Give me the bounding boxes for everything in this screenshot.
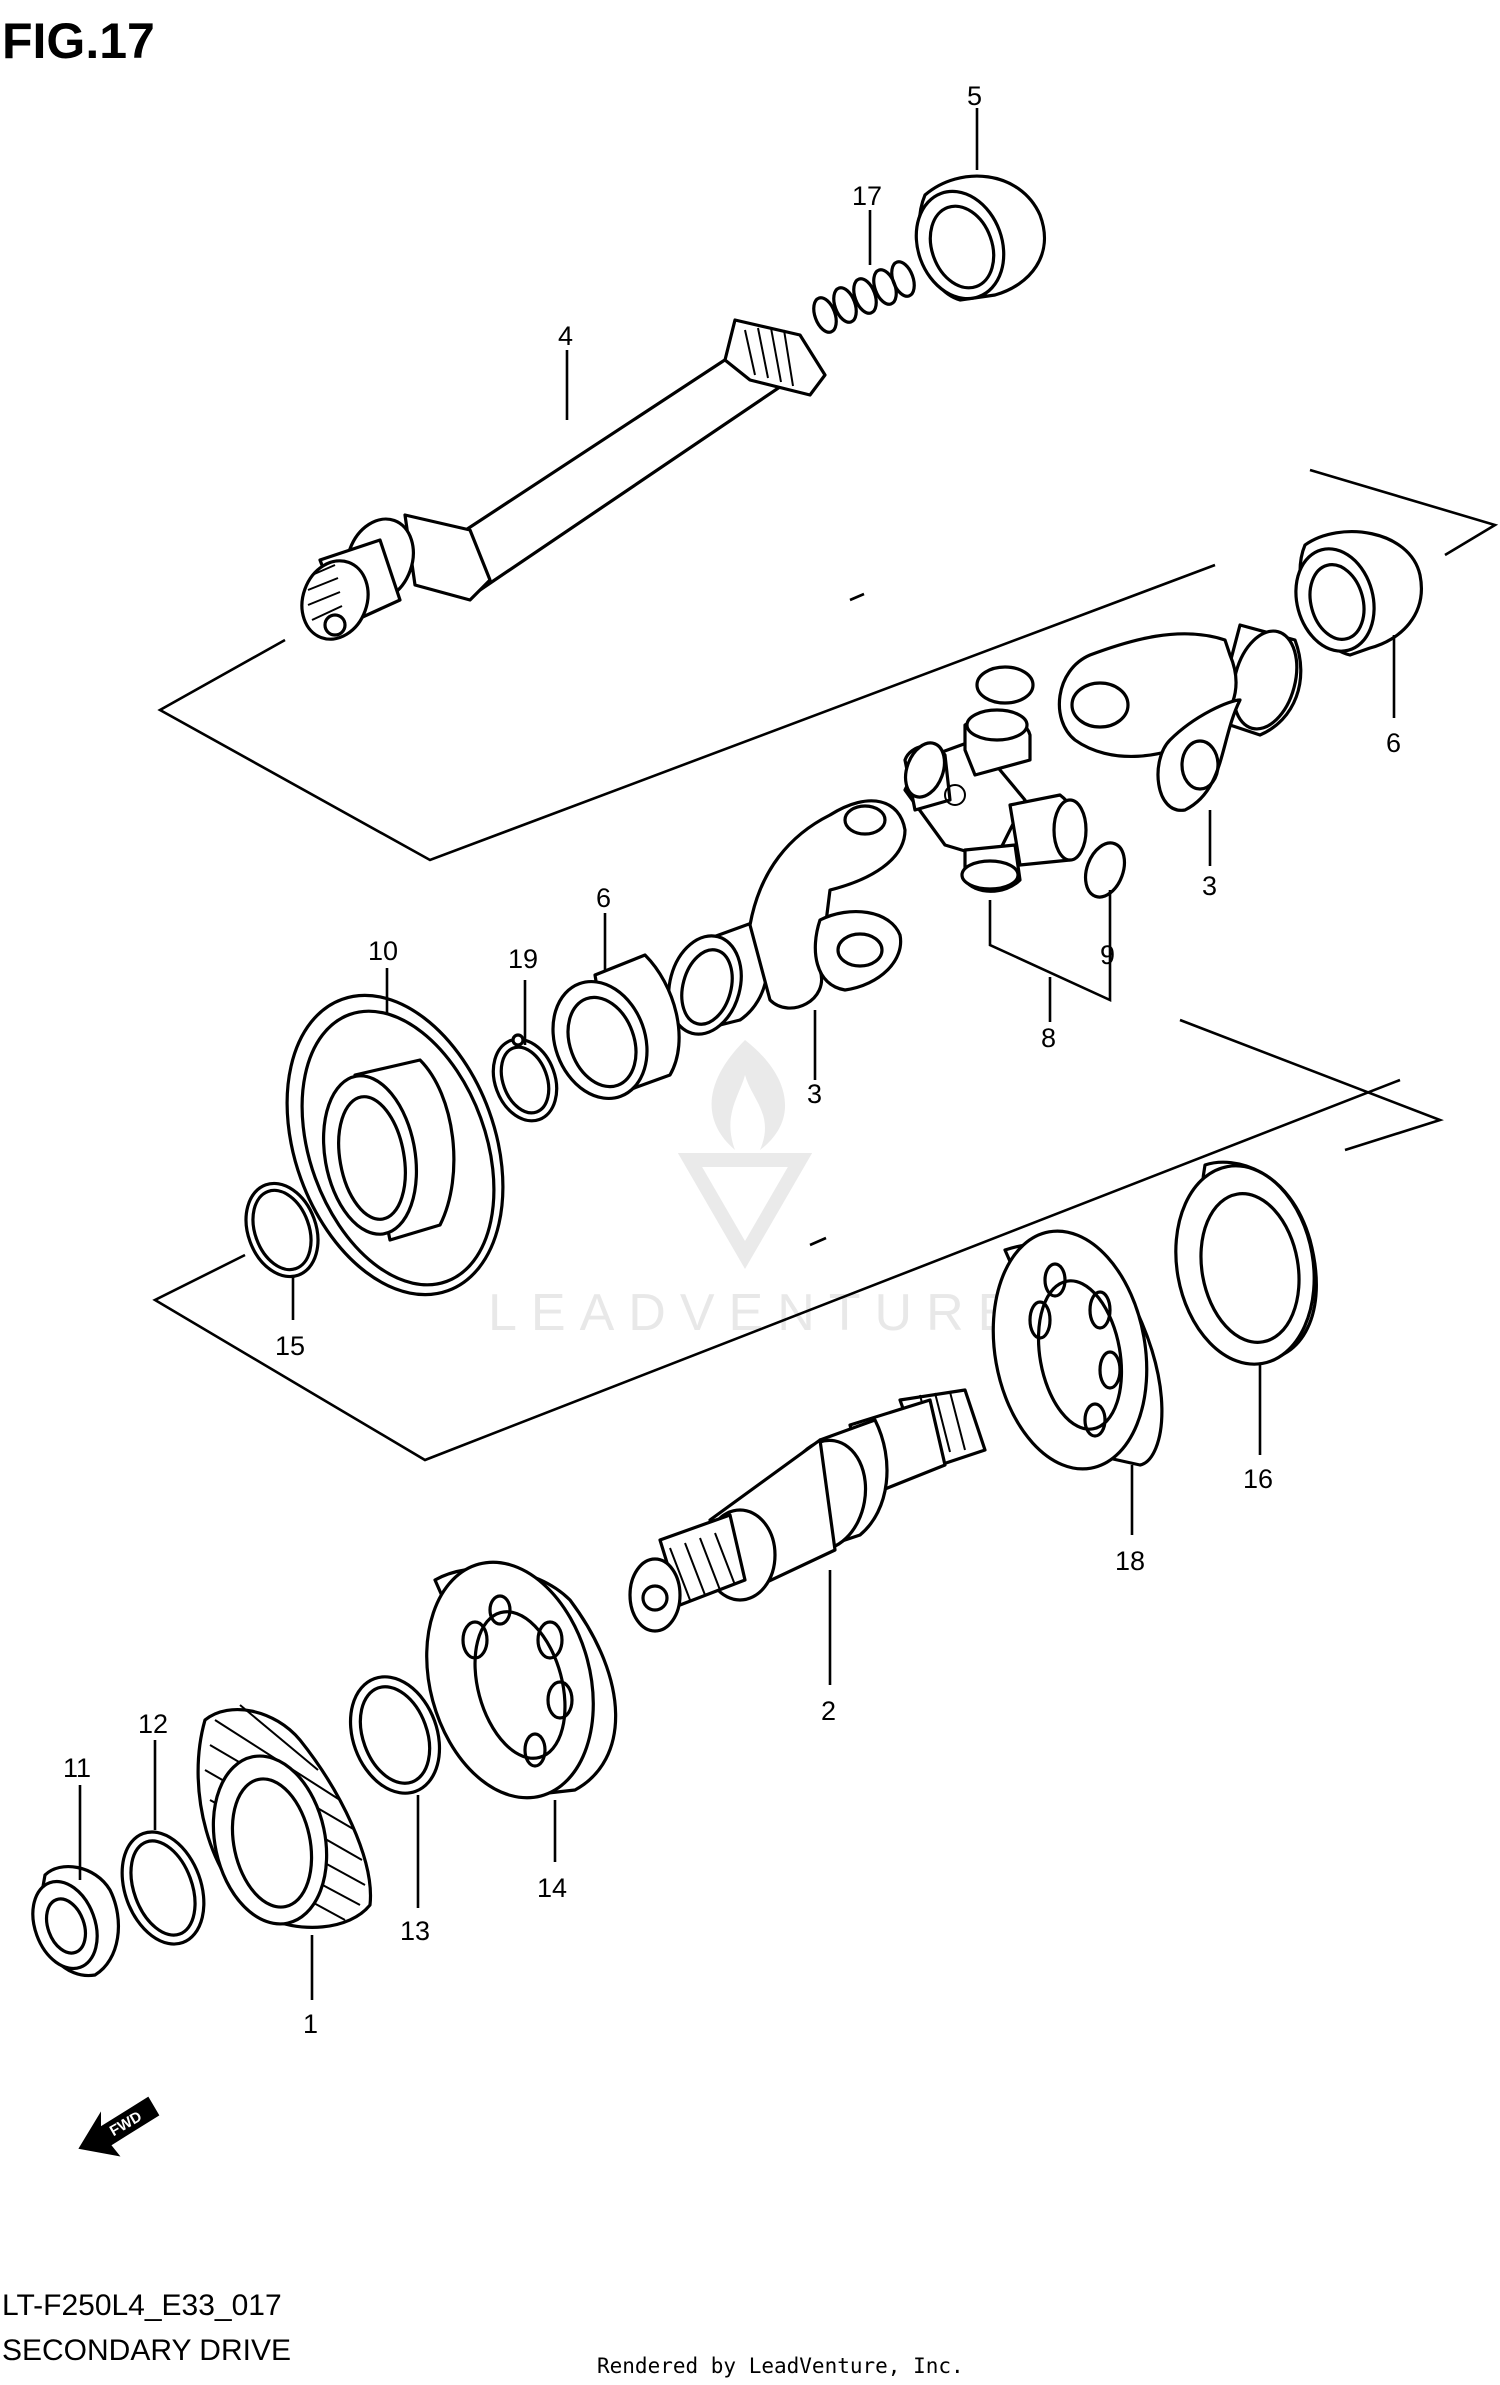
callout-7: 6 <box>596 883 611 913</box>
callout-13: 13 <box>400 1916 430 1946</box>
part-4-shaft <box>300 318 827 641</box>
part-7-collar <box>551 953 681 1101</box>
callout-11: 11 <box>63 1753 91 1783</box>
callout-10: 10 <box>368 936 398 966</box>
part-1-bevel-gear <box>196 1704 373 1929</box>
part-14-bearing <box>425 1560 618 1800</box>
watermark-text: LEADVENTURE <box>488 1284 1026 1342</box>
callout-16: 16 <box>1243 1464 1273 1494</box>
part-15-o-ring <box>244 1181 320 1279</box>
leadventure-watermark: LEADVENTURE <box>488 1040 1026 1342</box>
callout-17: 17 <box>852 181 882 211</box>
forward-arrow-icon: FWD <box>78 2096 160 2157</box>
part-9-circlips <box>975 665 1127 899</box>
callout-15: 15 <box>275 1331 305 1361</box>
figure-code: LT-F250L4_E33_017 <box>2 2289 282 2322</box>
callout-3-upper: 3 <box>1202 871 1217 901</box>
callout-3-lower: 3 <box>807 1079 822 1109</box>
callout-8: 8 <box>1041 1023 1056 1053</box>
callout-6: 6 <box>1386 728 1401 758</box>
callout-5: 5 <box>967 81 982 111</box>
callout-labels: 5 17 4 6 3 9 8 3 6 19 10 15 16 18 2 14 1… <box>63 81 1401 2039</box>
callout-4: 4 <box>558 321 573 351</box>
rendered-by-credit: Rendered by LeadVenture, Inc. <box>597 2354 964 2378</box>
part-18-bearing <box>991 1229 1164 1471</box>
part-11-nut <box>31 1865 121 1978</box>
part-5-boot <box>914 174 1046 302</box>
leader-lines <box>78 108 1396 2000</box>
callout-18: 18 <box>1115 1546 1145 1576</box>
bracket-lines <box>152 468 1499 1462</box>
figure-title: FIG.17 <box>2 13 155 69</box>
part-8-spider <box>903 708 1088 893</box>
part-3-lower-yoke <box>667 799 907 1036</box>
part-6-boot <box>1294 530 1423 657</box>
callout-1: 1 <box>303 2009 318 2039</box>
callout-2: 2 <box>821 1696 836 1726</box>
callout-12: 12 <box>138 1709 168 1739</box>
part-13-washer <box>348 1675 442 1795</box>
part-2-shaft <box>628 1388 987 1633</box>
callout-14: 14 <box>537 1873 567 1903</box>
part-16-seal <box>1174 1160 1318 1366</box>
callout-9: 9 <box>1100 940 1115 970</box>
part-17-spring <box>812 260 916 334</box>
callout-19: 19 <box>508 944 538 974</box>
part-3-upper-yoke <box>1057 623 1303 812</box>
part-10-plate <box>285 993 505 1297</box>
part-12-washer <box>120 1830 206 1946</box>
figure-name: SECONDARY DRIVE <box>2 2334 291 2367</box>
part-19-snap-ring <box>491 1033 559 1123</box>
